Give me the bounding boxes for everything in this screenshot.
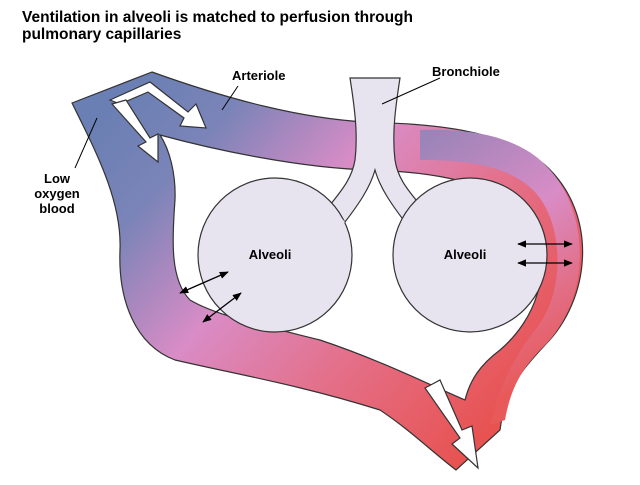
low-oxygen-label-line-3: blood bbox=[39, 201, 74, 216]
bronchiole-leader-line bbox=[381, 77, 441, 105]
arteriole-label: Arteriole bbox=[232, 68, 285, 83]
gas-exchange-arrow-icon bbox=[202, 292, 242, 323]
alveoli-left-label: Alveoli bbox=[249, 247, 292, 262]
low-oxygen-label-line-2: oxygen bbox=[34, 186, 80, 201]
bronchiole-label: Bronchiole bbox=[432, 64, 500, 79]
low-oxygen-label-line-1: Low bbox=[44, 171, 71, 186]
bronchiole-airway bbox=[329, 77, 421, 223]
title-line-2: pulmonary capillaries bbox=[22, 26, 182, 43]
capillary-vessel-right bbox=[420, 129, 580, 425]
alveolus-right bbox=[392, 177, 548, 333]
alveoli-right-label: Alveoli bbox=[444, 247, 487, 262]
inflow-arrow-icon bbox=[108, 81, 207, 129]
outflow-arrow-icon bbox=[424, 379, 479, 470]
arteriole-leader-line bbox=[221, 85, 239, 111]
inflow-arrow-2-icon bbox=[110, 99, 159, 164]
diagram-title: Ventilation in alveoli is matched to per… bbox=[22, 9, 542, 43]
low-oxygen-leader-line bbox=[74, 117, 98, 169]
title-line-1: Ventilation in alveoli is matched to per… bbox=[22, 9, 413, 26]
gas-exchange-arrow-icon bbox=[179, 271, 229, 294]
